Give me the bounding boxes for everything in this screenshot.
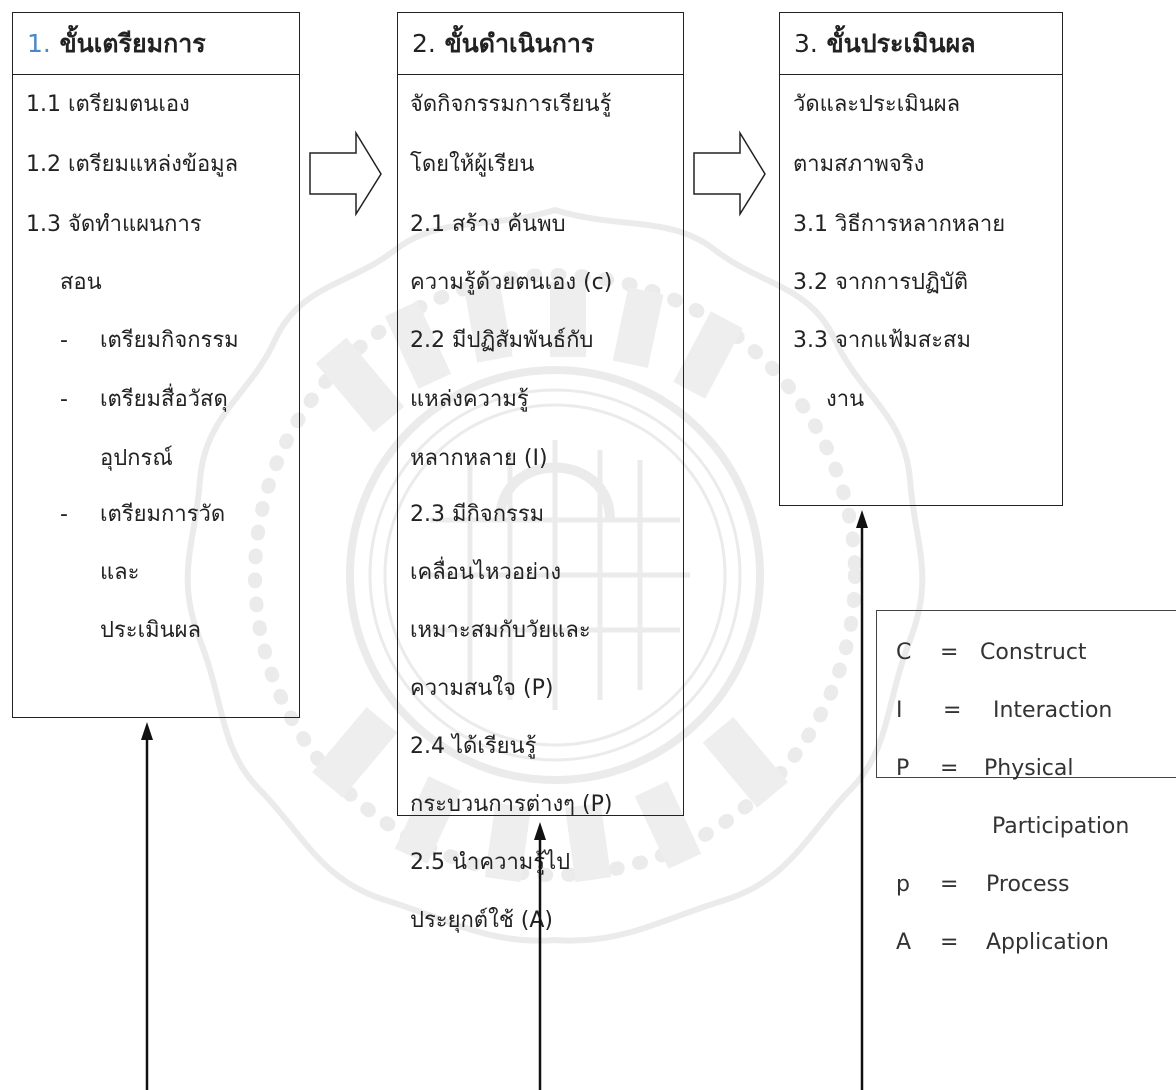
stage-2-line: 2.5 นำความรู้ไป	[410, 850, 571, 875]
legend-value: Interaction	[993, 698, 1113, 723]
legend-equals: =	[943, 698, 962, 723]
stage-1-bullet: เตรียมสื่อวัสดุ	[100, 387, 228, 412]
legend-equals: =	[940, 872, 959, 897]
legend-value: Application	[986, 930, 1109, 955]
stage-3-title: ขั้นประเมินผล	[826, 29, 976, 58]
stage-1-bullet: ประเมินผล	[100, 618, 202, 643]
stage-1-box: 1. ขั้นเตรียมการ	[12, 12, 300, 718]
legend-value: Process	[986, 872, 1070, 897]
stage-1-bullet: เตรียมกิจกรรม	[100, 328, 239, 353]
stage-2-line: ประยุกต์ใช้ (A)	[410, 908, 553, 933]
stage-1-title: ขั้นเตรียมการ	[59, 29, 206, 58]
arrow-up-icon	[534, 822, 546, 840]
stage-2-number: 2.	[412, 29, 436, 58]
stage-2-line: 2.2 มีปฏิสัมพันธ์กับ	[410, 328, 594, 353]
stage-3-line: วัดและประเมินผล	[793, 92, 961, 117]
stage-1-line: สอน	[60, 270, 102, 295]
stage-3-number: 3.	[794, 29, 818, 58]
legend-key: C	[896, 640, 912, 665]
stage-3-box: 3. ขั้นประเมินผล	[779, 12, 1063, 506]
legend-value: Construct	[980, 640, 1087, 665]
stage-1-line: 1.2 เตรียมแหล่งข้อมูล	[26, 152, 239, 177]
legend-equals: =	[940, 756, 959, 781]
stage-1-number: 1.	[27, 29, 51, 58]
block-arrow-right-icon	[309, 130, 382, 217]
stage-2-line: 2.3 มีกิจกรรม	[410, 502, 545, 527]
legend-value: Physical	[984, 756, 1074, 781]
stage-3-line: 3.2 จากการปฏิบัติ	[793, 270, 969, 295]
bullet-dash: -	[60, 387, 68, 412]
legend-key: p	[896, 872, 910, 897]
bullet-dash: -	[60, 328, 68, 353]
stage-2-line: ความสนใจ (P)	[410, 676, 554, 701]
stage-2-line: โดยให้ผู้เรียน	[410, 152, 535, 177]
stage-1-bullet: เตรียมการวัด	[100, 502, 226, 527]
legend-box	[876, 610, 1176, 778]
stage-2-title: ขั้นดำเนินการ	[444, 29, 595, 58]
stage-1-bullet: และ	[100, 560, 140, 585]
university-seal-watermark	[184, 206, 926, 944]
stage-2-header: 2. ขั้นดำเนินการ	[398, 13, 683, 75]
legend-key: A	[896, 930, 912, 955]
stage-2-line: จัดกิจกรรมการเรียนรู้	[410, 92, 612, 117]
legend-value: Participation	[992, 814, 1130, 839]
block-arrow-right-icon	[693, 130, 766, 217]
stage-2-line: หลากหลาย (I)	[410, 446, 548, 471]
stage-3-header: 3. ขั้นประเมินผล	[780, 13, 1062, 75]
stage-2-box: 2. ขั้นดำเนินการ	[397, 12, 684, 816]
stage-1-line: 1.1 เตรียมตนเอง	[26, 92, 190, 117]
stage-2-line: กระบวนการต่างๆ (P)	[410, 792, 613, 817]
stage-3-line: 3.1 วิธีการหลากหลาย	[793, 212, 1006, 237]
stage-2-line: เคลื่อนไหวอย่าง	[410, 560, 562, 585]
stage-1-line: 1.3 จัดทำแผนการ	[26, 212, 202, 237]
arrow-up-icon	[856, 510, 868, 528]
legend-equals: =	[940, 640, 959, 665]
legend-key: P	[896, 756, 910, 781]
stage-2-line: 2.1 สร้าง ค้นพบ	[410, 212, 566, 237]
stage-1-bullet: อุปกรณ์	[100, 446, 173, 471]
stage-3-line: งาน	[826, 387, 865, 412]
legend-equals: =	[940, 930, 959, 955]
stage-2-line: แหล่งความรู้	[410, 387, 529, 412]
stage-2-line: เหมาะสมกับวัยและ	[410, 618, 591, 643]
legend-key: I	[896, 698, 903, 723]
stage-2-line: 2.4 ได้เรียนรู้	[410, 734, 537, 759]
arrow-up-icon	[141, 722, 153, 740]
bullet-dash: -	[60, 502, 68, 527]
stage-1-header: 1. ขั้นเตรียมการ	[13, 13, 299, 75]
stage-2-line: ความรู้ด้วยตนเอง (c)	[410, 270, 613, 295]
stage-3-line: ตามสภาพจริง	[793, 152, 925, 177]
stage-3-line: 3.3 จากแฟ้มสะสม	[793, 328, 971, 353]
